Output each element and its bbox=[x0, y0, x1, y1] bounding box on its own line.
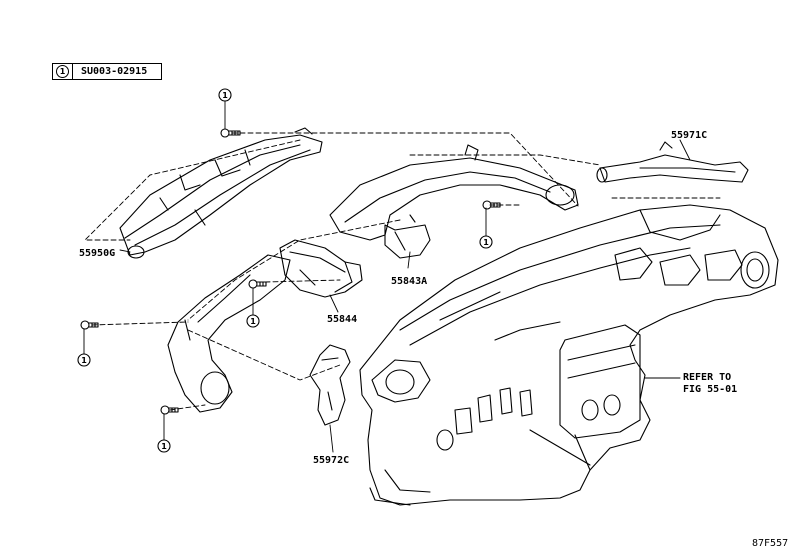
refer-note-line2: FIG 55-01 bbox=[683, 384, 738, 395]
callout-circle bbox=[479, 235, 493, 249]
instrument-panel bbox=[359, 204, 779, 506]
callout-number: 1 bbox=[81, 356, 87, 365]
part-label-55843a: 55843A bbox=[391, 276, 428, 287]
legend-symbol: 1 bbox=[53, 64, 73, 79]
callout-circle bbox=[246, 314, 260, 328]
callout-stems bbox=[83, 100, 691, 453]
part-label-55972c: 55972C bbox=[313, 455, 350, 466]
duct-55844 bbox=[279, 239, 363, 298]
callout-number: 1 bbox=[483, 238, 489, 247]
callout-number: 1 bbox=[250, 317, 256, 326]
dashed-leader-lines bbox=[84, 132, 721, 411]
part-label-55844: 55844 bbox=[327, 314, 358, 325]
refer-note-line1: REFER TO bbox=[683, 372, 732, 383]
callout-circle bbox=[77, 353, 91, 367]
duct-55972c bbox=[309, 344, 351, 426]
screw-icon bbox=[160, 405, 179, 415]
legend-box: 1 SU003-02915 bbox=[52, 63, 162, 80]
screw-icon bbox=[248, 279, 267, 289]
callout-circles bbox=[77, 88, 493, 453]
screws bbox=[80, 128, 501, 415]
callout-circle bbox=[218, 88, 232, 102]
duct-left-lower bbox=[167, 254, 291, 413]
callout-number: 1 bbox=[161, 442, 167, 451]
figure-id: 87F557 bbox=[752, 538, 789, 549]
duct-55950g bbox=[119, 127, 323, 259]
part-label-55971c: 55971C bbox=[671, 130, 708, 141]
screw-icon bbox=[482, 200, 501, 210]
duct-55971c bbox=[596, 141, 749, 183]
screw-icon bbox=[80, 320, 99, 330]
legend-code: SU003-02915 bbox=[81, 66, 148, 77]
callout-circle bbox=[157, 439, 171, 453]
duct-55843a bbox=[329, 144, 579, 259]
callout-number: 1 bbox=[222, 91, 228, 100]
part-label-55950g: 55950G bbox=[79, 248, 116, 259]
